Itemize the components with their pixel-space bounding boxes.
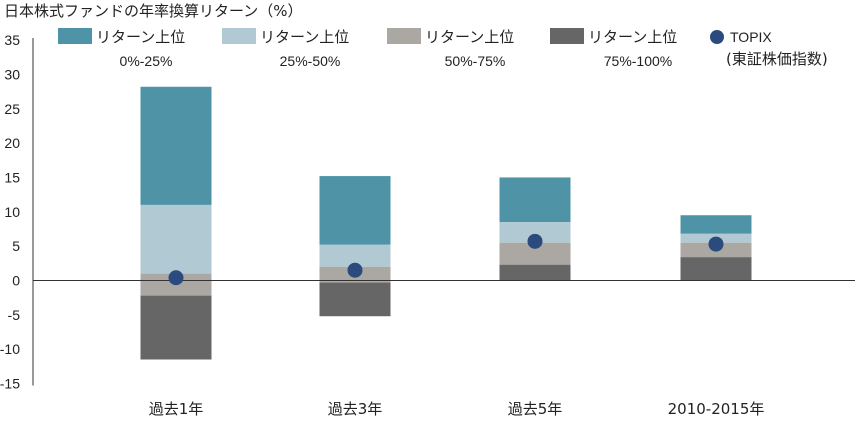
legend-topix-sublabel: (東証株価指数) bbox=[726, 50, 828, 68]
legend-swatch bbox=[387, 28, 421, 44]
legend-label: リターン上位 bbox=[588, 28, 677, 46]
y-tick-label: 25 bbox=[4, 101, 20, 117]
legend: リターン上位 0%-25% リターン上位 25%-50% リターン上位 50%-75% リタ… bbox=[58, 28, 828, 69]
legend-swatch bbox=[222, 28, 256, 44]
legend-range: 75%-100% bbox=[604, 53, 673, 69]
y-tick-label: 0 bbox=[12, 273, 20, 289]
legend-label: リターン上位 bbox=[96, 28, 185, 46]
bar-segment-s1-c1 bbox=[140, 86, 212, 205]
legend-label: リターン上位 bbox=[425, 28, 514, 46]
legend-range: 0%-25% bbox=[120, 53, 173, 69]
legend-topix-marker bbox=[710, 30, 724, 44]
legend-topix-label: TOPIX bbox=[730, 29, 772, 45]
bar-segment-s2-c1 bbox=[140, 204, 212, 274]
topix-marker bbox=[708, 236, 724, 252]
axes-layer: 35 30 25 20 15 10 5 0 -5 -10 -15 過去1年 過去3年 過去5年 2010-2… bbox=[0, 32, 855, 418]
legend-range: 25%-50% bbox=[280, 53, 341, 69]
x-category-label: 過去3年 bbox=[328, 400, 383, 418]
y-tick-label: 10 bbox=[4, 204, 20, 220]
bar-segment-s4-c2 bbox=[319, 282, 391, 317]
x-category-label: 過去1年 bbox=[149, 400, 204, 418]
bar-segment-s4-c1 bbox=[140, 295, 212, 360]
x-category-label: 2010-2015年 bbox=[668, 400, 765, 418]
bar-segment-s2-c3 bbox=[499, 222, 571, 243]
bar-segment-s1-c4 bbox=[680, 215, 752, 234]
legend-label: リターン上位 bbox=[260, 28, 349, 46]
topix-marker bbox=[527, 233, 543, 249]
y-tick-label: -5 bbox=[8, 307, 21, 323]
bar-segment-s3-c3 bbox=[499, 242, 571, 265]
y-tick-label: 35 bbox=[4, 32, 20, 48]
chart-title: 日本株式ファンドの年率換算リターン（%） bbox=[4, 2, 303, 20]
y-tick-label: 15 bbox=[4, 169, 20, 185]
x-category-label: 過去5年 bbox=[508, 400, 563, 418]
markers-layer bbox=[168, 233, 724, 286]
bar-segment-s2-c2 bbox=[319, 244, 391, 267]
y-tick-label: 20 bbox=[4, 135, 20, 151]
legend-swatch bbox=[58, 28, 92, 44]
legend-range: 50%-75% bbox=[445, 53, 506, 69]
topix-marker bbox=[347, 262, 363, 278]
y-tick-label: -10 bbox=[0, 341, 20, 357]
topix-marker bbox=[168, 270, 184, 286]
bar-segment-s1-c3 bbox=[499, 177, 571, 223]
y-tick-label: -15 bbox=[0, 376, 20, 392]
y-tick-label: 5 bbox=[12, 238, 20, 254]
legend-swatch bbox=[550, 28, 584, 44]
bar-segment-s4-c3 bbox=[499, 264, 571, 281]
bar-segment-s1-c2 bbox=[319, 176, 391, 245]
bars-layer bbox=[140, 86, 752, 360]
y-tick-label: 30 bbox=[4, 66, 20, 82]
bar-segment-s4-c4 bbox=[680, 257, 752, 281]
